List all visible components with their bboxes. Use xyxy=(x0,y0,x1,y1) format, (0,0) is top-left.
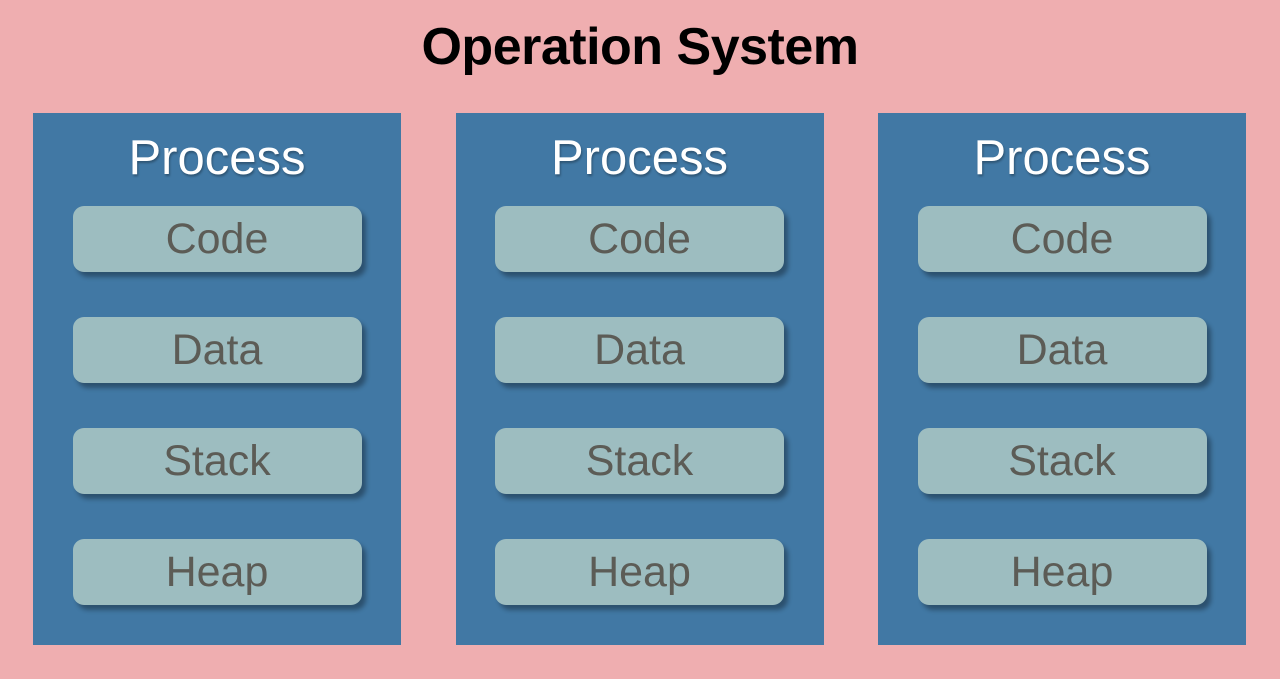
segment-list: Code Data Stack Heap xyxy=(917,206,1207,605)
process-title: Process xyxy=(128,131,306,185)
segment-box-heap: Heap xyxy=(495,539,784,605)
segment-box-code: Code xyxy=(917,206,1207,272)
page-title: Operation System xyxy=(421,18,859,76)
segment-box-data: Data xyxy=(72,317,362,383)
segment-box-heap: Heap xyxy=(72,539,362,605)
segment-box-stack: Stack xyxy=(917,428,1207,494)
segment-box-data: Data xyxy=(495,317,784,383)
segment-label: Stack xyxy=(1008,437,1116,485)
segment-label: Data xyxy=(171,326,263,374)
segment-box-code: Code xyxy=(495,206,784,272)
segment-label: Data xyxy=(1016,326,1108,374)
segment-label: Stack xyxy=(585,437,694,485)
process-title: Process xyxy=(973,131,1151,185)
process-panel-2: Process Code Data Stack Heap xyxy=(455,113,824,645)
segment-label: Code xyxy=(1010,215,1114,263)
process-row: Process Code Data Stack Heap Process xyxy=(33,113,1246,645)
segment-label: Heap xyxy=(165,548,269,596)
segment-box-data: Data xyxy=(917,317,1207,383)
segment-label: Stack xyxy=(163,437,271,485)
segment-box-heap: Heap xyxy=(917,539,1207,605)
process-title: Process xyxy=(550,131,728,185)
segment-box-code: Code xyxy=(72,206,362,272)
segment-list: Code Data Stack Heap xyxy=(72,206,362,605)
segment-list: Code Data Stack Heap xyxy=(495,206,784,605)
segment-box-stack: Stack xyxy=(495,428,784,494)
process-panel-1: Process Code Data Stack Heap xyxy=(33,113,401,645)
segment-label: Data xyxy=(594,326,685,374)
segment-label: Code xyxy=(165,215,269,263)
segment-label: Code xyxy=(588,215,691,263)
segment-label: Heap xyxy=(588,548,691,596)
segment-box-stack: Stack xyxy=(72,428,362,494)
process-panel-3: Process Code Data Stack Heap xyxy=(878,113,1246,645)
segment-label: Heap xyxy=(1010,548,1114,596)
